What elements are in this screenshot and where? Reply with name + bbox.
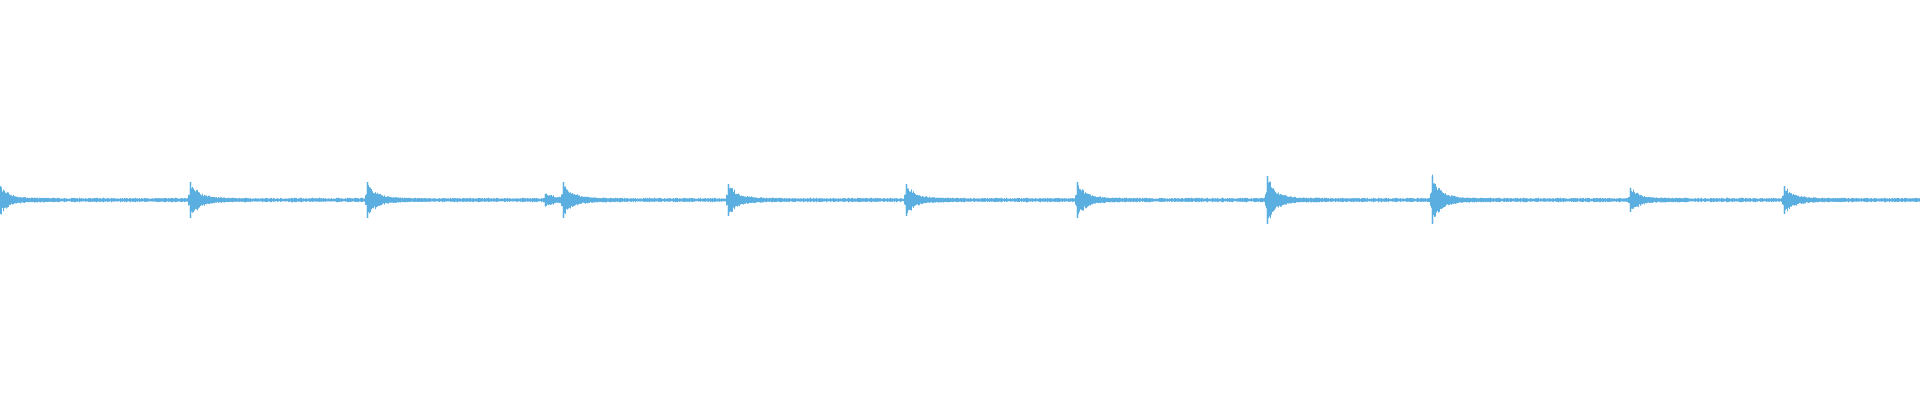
waveform-channel <box>0 174 1920 224</box>
